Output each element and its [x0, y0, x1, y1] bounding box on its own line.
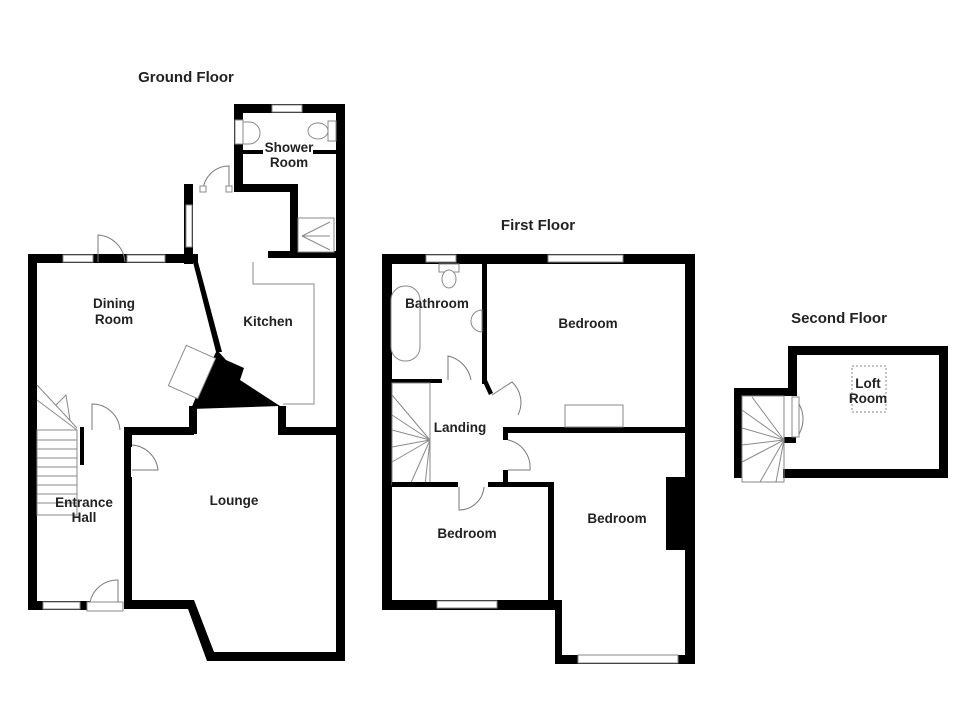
wardrobe: [564, 404, 624, 428]
window: [271, 104, 303, 113]
door-swing: [97, 234, 126, 263]
wall: [313, 150, 336, 154]
wall: [548, 482, 554, 602]
room-label-shower: Shower: [265, 140, 315, 155]
wall: [488, 482, 554, 487]
wall: [268, 251, 340, 258]
shower-tray-icon: [301, 221, 331, 251]
wall: [939, 346, 948, 478]
wall: [783, 469, 948, 478]
room-label-bedroom: Bedroom: [437, 526, 496, 541]
second-floor: Second Floor Loft Room: [734, 310, 948, 483]
wall: [124, 427, 194, 435]
basin-icon: [470, 309, 483, 333]
door-swing: [447, 355, 472, 381]
room-label-loft: Loft: [855, 376, 881, 391]
basin-icon: [234, 119, 244, 145]
room-label-dining: Room: [95, 312, 133, 327]
door-swing: [202, 165, 230, 193]
first-floor: First Floor: [382, 217, 695, 664]
door-swing: [458, 486, 485, 511]
toilet-icon: [307, 122, 329, 140]
room-label-bedroom: Bedroom: [558, 316, 617, 331]
room-label-loft: Room: [849, 391, 887, 406]
front-door-swing: [89, 579, 119, 603]
wall: [336, 104, 345, 660]
window: [126, 254, 166, 263]
wall: [788, 346, 948, 355]
basin-icon: [242, 121, 261, 145]
wall: [193, 262, 222, 352]
wall: [382, 254, 694, 264]
loft-hatch: [851, 365, 887, 413]
room-label-landing: Landing: [434, 420, 487, 435]
room-label-kitchen: Kitchen: [243, 314, 293, 329]
toilet-icon: [441, 269, 457, 289]
wall: [503, 427, 508, 440]
room-label-lounge: Lounge: [210, 493, 259, 508]
fireplace-hearth: [167, 344, 217, 400]
wall: [234, 104, 243, 190]
wall: [124, 430, 131, 609]
room-label-bathroom: Bathroom: [405, 296, 469, 311]
wall: [734, 388, 797, 396]
wall: [28, 254, 198, 263]
window: [185, 204, 193, 248]
window: [62, 254, 94, 263]
window: [547, 254, 624, 263]
wall: [290, 184, 298, 256]
room-label-dining: Dining: [93, 296, 135, 311]
room-label-bedroom: Bedroom: [587, 511, 646, 526]
door-swing: [91, 403, 121, 431]
wall: [234, 184, 298, 192]
wall-bay: [124, 600, 345, 661]
wall: [189, 406, 197, 434]
wall: [685, 254, 695, 664]
wall: [382, 254, 392, 610]
wall: [784, 437, 796, 443]
ground-floor: Ground Floor: [28, 69, 345, 661]
wall: [80, 427, 84, 465]
front-door-step: [86, 601, 124, 612]
chimney-breast: [666, 477, 686, 550]
wall: [278, 427, 340, 435]
bath-icon: [390, 285, 421, 362]
staircase: [391, 382, 431, 486]
wall: [788, 346, 797, 392]
door-swing: [131, 444, 159, 471]
door-swing: [491, 381, 522, 416]
floor-title-second: Second Floor: [791, 310, 887, 327]
door-jamb: [225, 185, 233, 193]
door-swing: [507, 439, 531, 471]
door-frame: [791, 396, 800, 438]
wall: [503, 470, 508, 484]
wall: [243, 150, 263, 154]
room-label-entrance-hall: Entrance: [55, 495, 113, 510]
toilet-icon: [327, 120, 337, 142]
wall: [482, 258, 487, 384]
wall: [503, 427, 693, 433]
worktop: [252, 262, 315, 405]
wall: [278, 406, 286, 434]
wall: [734, 388, 742, 478]
wall: [392, 482, 458, 487]
room-label-entrance-hall: Hall: [72, 510, 97, 525]
window: [42, 601, 81, 610]
door-jamb: [199, 185, 207, 193]
floor-title-first: First Floor: [501, 217, 575, 234]
door-swing: [798, 403, 804, 435]
staircase: [741, 395, 785, 483]
staircase: [36, 384, 78, 516]
floor-title-ground: Ground Floor: [138, 69, 234, 86]
window: [436, 600, 498, 609]
wall: [392, 379, 442, 383]
room-label-shower: Room: [270, 155, 308, 170]
wall: [555, 600, 562, 664]
window: [425, 254, 457, 263]
wall: [482, 380, 493, 395]
window: [577, 654, 679, 664]
wall: [28, 254, 37, 610]
